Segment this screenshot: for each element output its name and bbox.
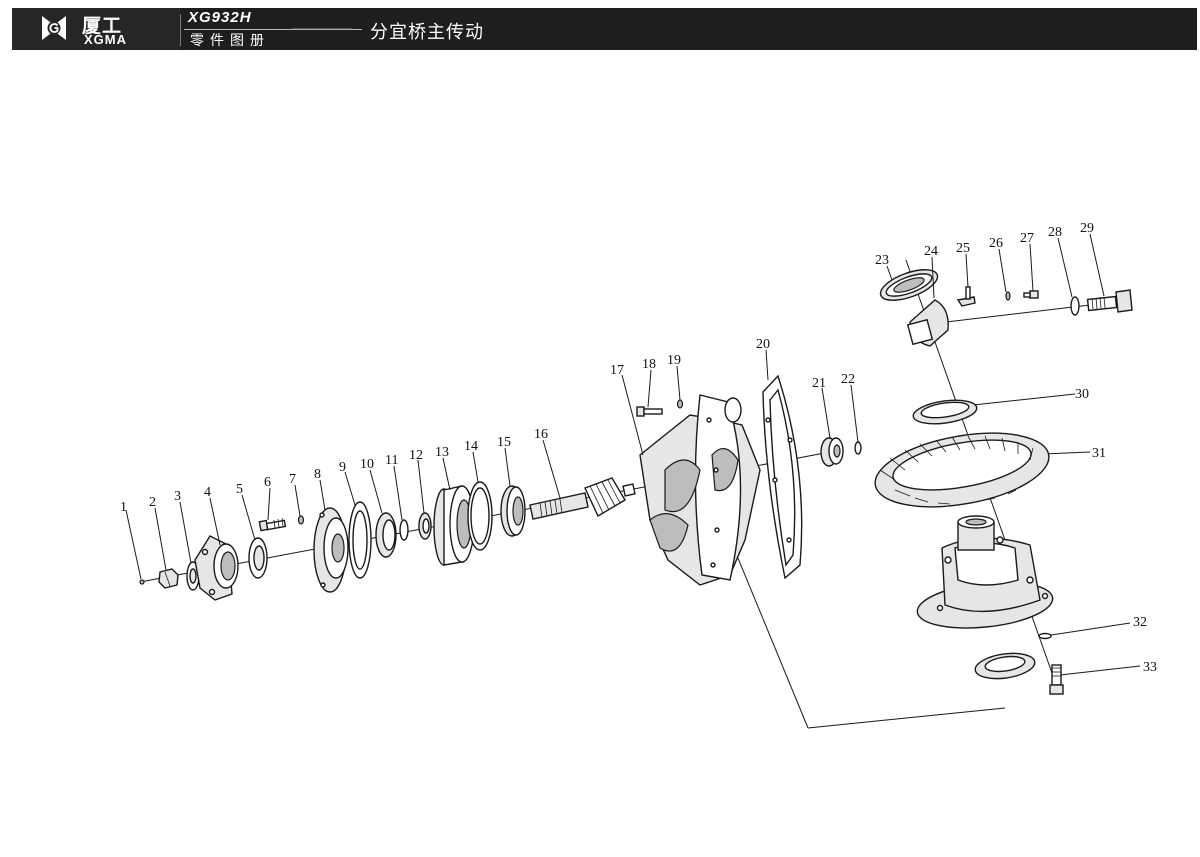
callout-6: 6 [264,475,271,490]
part-33-bolt [1049,664,1064,695]
callout-22: 22 [841,372,855,387]
part-32-washer [1038,632,1052,640]
part-7-washer [297,515,305,525]
callout-16: 16 [534,427,548,442]
callout-9: 9 [339,460,346,475]
header-rule [184,29,362,30]
part-18-bolt [636,406,663,417]
callout-24: 24 [924,244,938,259]
part-21-bearing [820,437,844,467]
part-20-gasket [762,374,803,580]
callout-29: 29 [1080,221,1094,236]
xgma-logo-icon [42,16,66,40]
callout-15: 15 [497,435,511,450]
differential-assembly [916,515,1054,629]
part-26-washer [1005,291,1011,301]
part-27-bolt [1023,290,1039,299]
callout-21: 21 [812,376,826,391]
part-4-flange [194,535,239,601]
part-12-spacer [418,512,432,540]
part-22-ring [854,441,862,455]
callout-13: 13 [435,445,449,460]
callout-1: 1 [120,500,127,515]
callout-20: 20 [756,337,770,352]
part-8-bearing-cover [313,507,349,593]
part-6-bolt [258,517,287,532]
catalog-label: 零件图册 [190,32,270,48]
callout-23: 23 [875,253,889,268]
part-15-bearing [500,485,526,537]
part-11-ring [399,519,409,541]
callout-26: 26 [989,236,1003,251]
section-title: 分宜桥主传动 [370,22,484,42]
part-16-drive-pinion [529,477,636,520]
brand-en: XGMA [84,32,127,47]
header-divider [180,14,181,46]
part-29-bolt [1086,289,1133,313]
callout-11: 11 [385,453,398,468]
callout-19: 19 [667,353,681,368]
callout-5: 5 [236,482,243,497]
callout-3: 3 [174,489,181,504]
brand-cn: 厦工 [82,16,123,37]
part-31-ring-gear [874,432,1050,508]
part-23-bearing [879,269,939,301]
part-14-shim [467,481,493,551]
callout-2: 2 [149,495,156,510]
callout-14: 14 [464,439,478,454]
part-bottom-bearing [974,652,1036,680]
part-28-washer [1070,296,1080,316]
part-19-washer [676,399,684,409]
callout-8: 8 [314,467,321,482]
logo-box: 厦工 XGMA [12,8,180,50]
callout-18: 18 [642,357,656,372]
part-25-lock-plate [956,286,976,307]
callout-7: 7 [289,472,296,487]
header-bar: 厦工 XGMA XG932H 零件图册 分宜桥主传动 [12,8,1197,50]
callout-30: 30 [1075,387,1089,402]
callout-28: 28 [1048,225,1062,240]
callout-25: 25 [956,241,970,256]
part-17-carrier-housing [639,394,761,586]
part-30-bearing [912,399,978,425]
part-10-bearing [375,512,397,558]
callout-17: 17 [610,363,624,378]
part-2-nut [158,568,179,589]
part-9-gasket [348,501,372,579]
callout-4: 4 [204,485,211,500]
callout-31: 31 [1092,446,1106,461]
callout-32: 32 [1133,615,1147,630]
model-number: XG932H [188,9,252,26]
part-1 [139,579,145,585]
callout-33: 33 [1143,660,1157,675]
callout-12: 12 [409,448,423,463]
part-5-oil-seal [248,537,268,579]
callout-27: 27 [1020,231,1034,246]
callout-10: 10 [360,457,374,472]
part-24-bearing-cap [906,299,949,347]
